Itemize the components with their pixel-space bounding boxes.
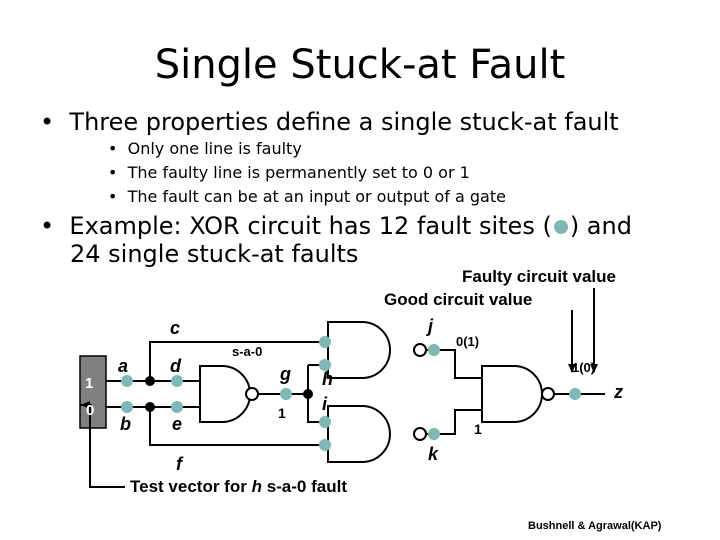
- value-g: 1: [278, 405, 286, 421]
- nand-gate-4: [481, 365, 543, 423]
- nand-gates: [199, 321, 555, 463]
- fault-site-f: [319, 439, 331, 451]
- sub-bullet-3: • The fault can be at an input or output…: [108, 187, 506, 206]
- fault-site-b: [121, 401, 133, 413]
- fault-site-z: [569, 388, 581, 400]
- line-label-i: i: [322, 394, 328, 414]
- fault-site-i: [319, 416, 331, 428]
- line-label-d: d: [170, 356, 182, 376]
- fault-site-d: [171, 375, 183, 387]
- value-j: 0(1): [456, 334, 479, 349]
- input-box: [79, 355, 107, 429]
- line-label-b: b: [120, 414, 131, 434]
- line-label-c: c: [170, 318, 180, 338]
- faulty-circuit-label: Faulty circuit value: [462, 267, 616, 286]
- sub-bullet-text: The faulty line is permanently set to 0 …: [127, 163, 470, 182]
- value-k: 1: [474, 421, 482, 437]
- nand-gate-2-bubble: [413, 343, 427, 357]
- bullet-example: • Example: XOR circuit has 12 fault site…: [40, 212, 632, 240]
- line-label-a: a: [118, 356, 128, 376]
- nand-gate-1-bubble: [245, 387, 259, 401]
- fault-sites: [121, 336, 581, 451]
- fault-label: s-a-0: [232, 344, 262, 359]
- sub-bullet-1: • Only one line is faulty: [108, 139, 302, 158]
- fault-site-j: [428, 344, 440, 356]
- sub-bullet-text: The fault can be at an input or output o…: [127, 187, 506, 206]
- line-label-g: g: [279, 364, 291, 384]
- nand-gate-1: [199, 365, 251, 423]
- test-vector-var: h: [252, 477, 262, 496]
- fault-site-g: [280, 388, 292, 400]
- fault-site-e: [171, 401, 183, 413]
- input-value-b: 0: [86, 402, 94, 419]
- sub-bullet-text: Only one line is faulty: [127, 139, 302, 158]
- credit-text: Bushnell & Agrawal(KAP): [528, 520, 662, 532]
- line-label-f: f: [176, 454, 184, 474]
- nand-gate-3: [327, 405, 391, 463]
- sub-bullet-2: • The faulty line is permanently set to …: [108, 163, 470, 182]
- nand-gate-4-bubble: [541, 387, 555, 401]
- nand-gate-2: [327, 321, 391, 379]
- line-label-j: j: [426, 316, 434, 336]
- line-label-z: z: [613, 382, 623, 402]
- good-circuit-label: Good circuit value: [384, 290, 532, 309]
- fault-site-c: [319, 336, 331, 348]
- bullet-main-text: Three properties define a single stuck-a…: [69, 108, 619, 136]
- bullet-main: • Three properties define a single stuck…: [40, 108, 619, 136]
- fault-site-h: [319, 359, 331, 371]
- fanout-dot-b: [145, 402, 155, 412]
- nand-gate-3-bubble: [413, 427, 427, 441]
- line-label-h: h: [322, 369, 333, 389]
- fault-site-a: [121, 375, 133, 387]
- input-value-a: 1: [85, 375, 93, 392]
- example-text-b: ) and: [569, 212, 632, 240]
- fanout-dot-g: [303, 389, 313, 399]
- example-text-a: Example: XOR circuit has 12 fault sites …: [69, 212, 552, 240]
- value-z: 1(0): [572, 360, 595, 375]
- slide-title: Single Stuck-at Fault: [154, 42, 566, 88]
- line-label-k: k: [428, 444, 439, 464]
- line-label-e: e: [172, 414, 182, 434]
- fault-site-k: [428, 428, 440, 440]
- test-vector-suffix: s-a-0 fault: [267, 477, 348, 496]
- test-vector-caption: Test vector for h s-a-0 fault: [130, 477, 347, 496]
- fanout-dot-a: [145, 376, 155, 386]
- fault-site-legend-icon: [553, 220, 568, 234]
- wires: [80, 288, 605, 488]
- example-line-2: 24 single stuck-at faults: [70, 240, 359, 268]
- test-vector-prefix: Test vector for: [130, 477, 247, 496]
